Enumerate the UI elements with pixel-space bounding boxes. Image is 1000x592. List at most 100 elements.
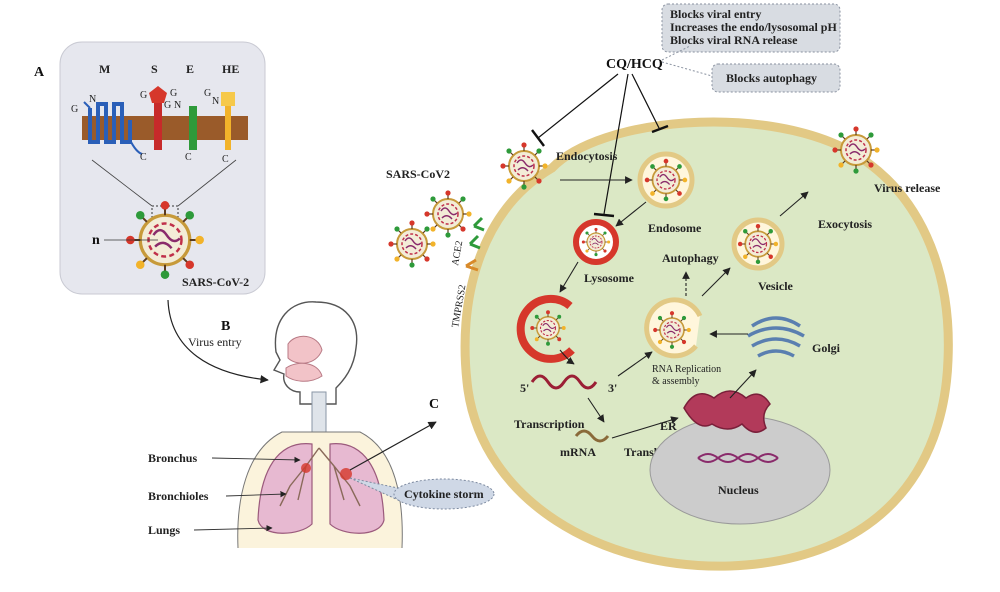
endocytosing-virion-icon [499, 141, 549, 191]
lysosome-virion-icon [581, 227, 611, 257]
panel-a-virus-label: SARS-CoV-2 [182, 275, 249, 289]
nucleocapsid-label: n [92, 233, 100, 248]
tmprss2-receptor [465, 258, 479, 272]
three-prime-label: 3' [608, 381, 617, 395]
endosome-to-lysosome-arrow [615, 201, 647, 227]
exocytosis-label: Exocytosis [818, 217, 872, 231]
virus-entry-label: Virus entry [188, 335, 242, 349]
infection-site-right [340, 468, 352, 480]
right-lung [329, 443, 385, 534]
ace2-receptor [468, 216, 485, 250]
assembly-virion-icon [652, 310, 692, 350]
extracellular-virion-icon [423, 189, 473, 239]
virus-entry-arrow [167, 299, 269, 384]
he-protein-head [221, 92, 235, 106]
rna-assembly-label: & assembly [652, 376, 700, 387]
left-lung [257, 443, 313, 534]
uncoating-virion-icon [529, 309, 567, 347]
panel-c-arrow [349, 421, 437, 471]
zoom-line-right [177, 159, 237, 207]
he-c-terminal: C [222, 154, 229, 165]
dna-double-helix [697, 453, 779, 463]
sars-cov2-label: SARS-CoV2 [386, 167, 450, 181]
protein-s-label: S [151, 62, 158, 76]
panel-a-letter: A [34, 65, 45, 80]
uncoating-to-rna-arrow [559, 349, 575, 365]
ace2-label: ACE2 [450, 240, 465, 267]
cell-panel: SARS-CoV2 Virus release ACE2 TMPRSS2 Blo… [386, 3, 953, 571]
s-protein-head [149, 86, 167, 103]
cytokine-storm-bubble [393, 478, 495, 510]
vesicle-to-exocytosis-arrow [779, 191, 809, 217]
bronchial-tree [279, 447, 361, 507]
e-protein [189, 106, 197, 150]
cytokine-storm-label: Cytokine storm [404, 487, 484, 501]
rna-to-replication-arrow [617, 351, 653, 377]
transcription-label: Transcription [514, 417, 585, 431]
endoplasmic-reticulum [683, 390, 771, 433]
s-glycan-right: G [170, 88, 177, 99]
rna-replication-label: RNA Replication [652, 364, 721, 375]
er-to-golgi-arrow [729, 369, 757, 399]
s-c-terminal: C [185, 152, 192, 163]
lungs-label: Lungs [148, 523, 180, 537]
nasal-cavity [287, 335, 323, 364]
released-virion-icon [831, 125, 881, 175]
lysosome-to-uncoating-arrow [559, 261, 579, 293]
drug-effect-item: Blocks viral entry [670, 7, 761, 21]
inhibit-entry-line [537, 73, 619, 139]
autophagy-label: Autophagy [662, 251, 719, 265]
extracellular-virion-icon [387, 219, 437, 269]
nucleus [649, 415, 831, 525]
oral-cavity [285, 362, 323, 382]
drug-label: CQ/HCQ [606, 57, 663, 72]
m-n-terminal: N [89, 94, 96, 105]
vesicle-label: Vesicle [758, 279, 794, 293]
s-protein-stem [154, 102, 162, 150]
assembly-to-vesicle-arrow [701, 267, 731, 297]
protein-e-label: E [186, 62, 194, 76]
mrna-strand [574, 429, 610, 443]
endosome-virion-icon [643, 157, 689, 203]
inhibit-lysosome-bar [593, 212, 615, 218]
translation-arrow [611, 416, 679, 439]
bronchus-label: Bronchus [148, 451, 197, 465]
m-protein [88, 102, 132, 144]
endosome-label: Endosome [648, 221, 702, 235]
drug-effects-box [661, 3, 841, 53]
five-prime-label: 5' [520, 381, 529, 395]
panel-b-letter: B [221, 319, 230, 334]
autophagy-block-box [711, 63, 841, 93]
s-glycan-left: G [140, 90, 147, 101]
s-glycan-lower: G [164, 100, 171, 111]
s-n-terminal: N [174, 100, 181, 111]
protein-he-label: HE [222, 62, 239, 76]
panel-c-letter: C [429, 397, 439, 412]
bronchioles-pointer [225, 491, 287, 498]
he-glycan: G [204, 88, 211, 99]
er-label: ER [660, 419, 677, 433]
golgi-label: Golgi [812, 341, 841, 355]
cytokine-callout-tail [349, 477, 399, 501]
drug-effect-item: Blocks viral RNA release [670, 33, 798, 47]
panel-c: C Cytokine storm [349, 397, 495, 510]
viral-rna-strand [530, 374, 598, 390]
lysosome-label: Lysosome [584, 271, 635, 285]
nucleus-label: Nucleus [718, 483, 759, 497]
protein-m-label: M [99, 62, 110, 76]
m-glycan: G [71, 104, 78, 115]
mrna-label: mRNA [560, 445, 596, 459]
transcription-arrow [587, 397, 605, 423]
he-protein-stem [225, 106, 231, 150]
autophagy-block-label: Blocks autophagy [726, 71, 817, 85]
vesicle-virion-icon [737, 223, 779, 265]
inhibit-endosome-bar [651, 124, 669, 134]
m-c-terminal: C [140, 152, 147, 163]
endocytosis-label: Endocytosis [556, 149, 618, 163]
zoom-line-left [91, 159, 153, 207]
golgi-apparatus [747, 316, 805, 358]
m-protein-n-tail [83, 101, 91, 109]
virus-release-label: Virus release [874, 181, 941, 195]
drug-effect-item: Increases the endo/lysosomal pH [670, 20, 837, 34]
drug-callout-connector [661, 45, 713, 77]
